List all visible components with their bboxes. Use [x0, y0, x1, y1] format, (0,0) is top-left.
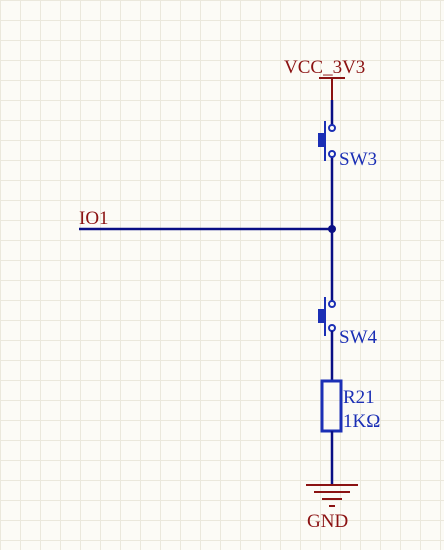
switch-sw3[interactable]: SW3 [318, 121, 377, 170]
switch-sw4[interactable]: SW4 [318, 297, 378, 348]
junction-dot [328, 225, 336, 233]
sw3-designator: SW3 [339, 149, 377, 170]
sw4-designator: SW4 [339, 327, 378, 348]
gnd-label: GND [307, 511, 348, 532]
resistor-r21[interactable]: R21 1KΩ [320, 379, 380, 433]
r21-designator: R21 [343, 387, 375, 408]
gnd-power-port[interactable]: GND [306, 484, 358, 532]
io1-net-label[interactable]: IO1 [79, 208, 109, 229]
vcc-power-port[interactable]: VCC_3V3 [284, 57, 365, 100]
vcc-label: VCC_3V3 [284, 57, 365, 78]
r21-value: 1KΩ [343, 411, 380, 432]
